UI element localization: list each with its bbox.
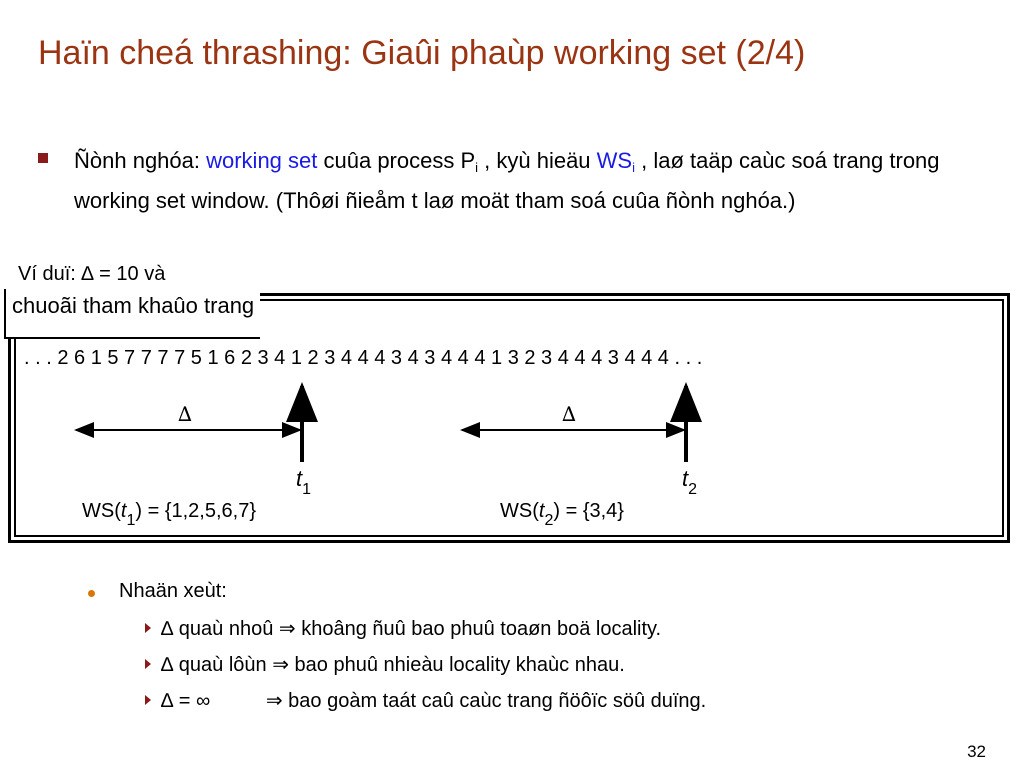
triangle-bullet-icon — [145, 695, 151, 705]
ws-subscript: i — [632, 160, 636, 175]
t2-var: t — [682, 466, 689, 491]
t1-subscript: 1 — [302, 481, 312, 498]
ws1-prefix: WS( — [82, 500, 121, 522]
ws2-subscript: 2 — [544, 512, 554, 529]
process-subscript: i — [475, 160, 479, 175]
ws-t2-result: WS(t2) = {3,4} — [500, 500, 624, 530]
ws1-suffix: ) = {1,2,5,6,7} — [135, 500, 257, 522]
reference-sequence: . . . 2 6 1 5 7 7 7 7 5 1 6 2 3 4 1 2 3 … — [24, 347, 703, 369]
page-number: 32 — [967, 742, 986, 761]
note-item: ∆ = ∞ ⇒ bao goàm taát caû caùc trang ñöô… — [145, 688, 706, 713]
delta-label-2: ∆ — [562, 402, 576, 426]
delta-label-1: ∆ — [178, 402, 192, 426]
bullet-square — [38, 153, 48, 163]
t1-label: t1 — [296, 466, 311, 499]
diagram-frame — [8, 293, 1010, 543]
ws-symbol: WSi — [596, 148, 636, 175]
triangle-bullet-icon — [145, 659, 151, 669]
triangle-bullet-icon — [145, 623, 151, 633]
ws2-var: t — [538, 500, 545, 522]
definition-mid2: , kyù hieäu — [478, 148, 597, 173]
definition-rest: , laø taäp caùc soá trang trong working … — [74, 148, 940, 213]
notes-heading: Nhaän xeùt: — [119, 580, 227, 602]
ws1-subscript: 1 — [126, 512, 136, 529]
ws1-var: t — [120, 500, 127, 522]
slide-title: Haïn cheá thrashing: Giaûi phaùp working… — [38, 34, 806, 72]
note-text: ∆ quaù lôùn ⇒ bao phuû nhieàu locality k… — [161, 654, 625, 676]
t1-var: t — [296, 466, 303, 491]
diagram-inner-frame — [14, 299, 1004, 537]
ws2-suffix: ) = {3,4} — [553, 500, 624, 522]
working-set-term: working set — [206, 148, 318, 173]
example-label: Ví duï: ∆ = 10 và — [18, 263, 166, 285]
ws-label: WS — [596, 148, 633, 173]
note-item: ∆ quaù nhoû ⇒ khoâng ñuû bao phuû toaøn … — [145, 616, 661, 641]
ws-t1-result: WS(t1) = {1,2,5,6,7} — [82, 500, 256, 530]
sequence-label: chuoãi tham khaûo trang — [4, 289, 261, 339]
note-text: ∆ quaù nhoû ⇒ khoâng ñuû bao phuû toaøn … — [161, 618, 662, 640]
notes-bullet-dot — [88, 590, 95, 597]
note-item: ∆ quaù lôùn ⇒ bao phuû nhieàu locality k… — [145, 652, 625, 677]
note-text: ∆ = ∞ ⇒ bao goàm taát caû caùc trang ñöô… — [161, 690, 707, 712]
definition-lead: Ñònh nghóa: — [74, 148, 207, 173]
definition-paragraph: Ñònh nghóa: working set cuûa process Pi … — [74, 144, 994, 217]
ws2-prefix: WS( — [500, 500, 539, 522]
t2-subscript: 2 — [688, 481, 698, 498]
t2-label: t2 — [682, 466, 697, 499]
definition-mid1: cuûa process P — [317, 148, 476, 173]
